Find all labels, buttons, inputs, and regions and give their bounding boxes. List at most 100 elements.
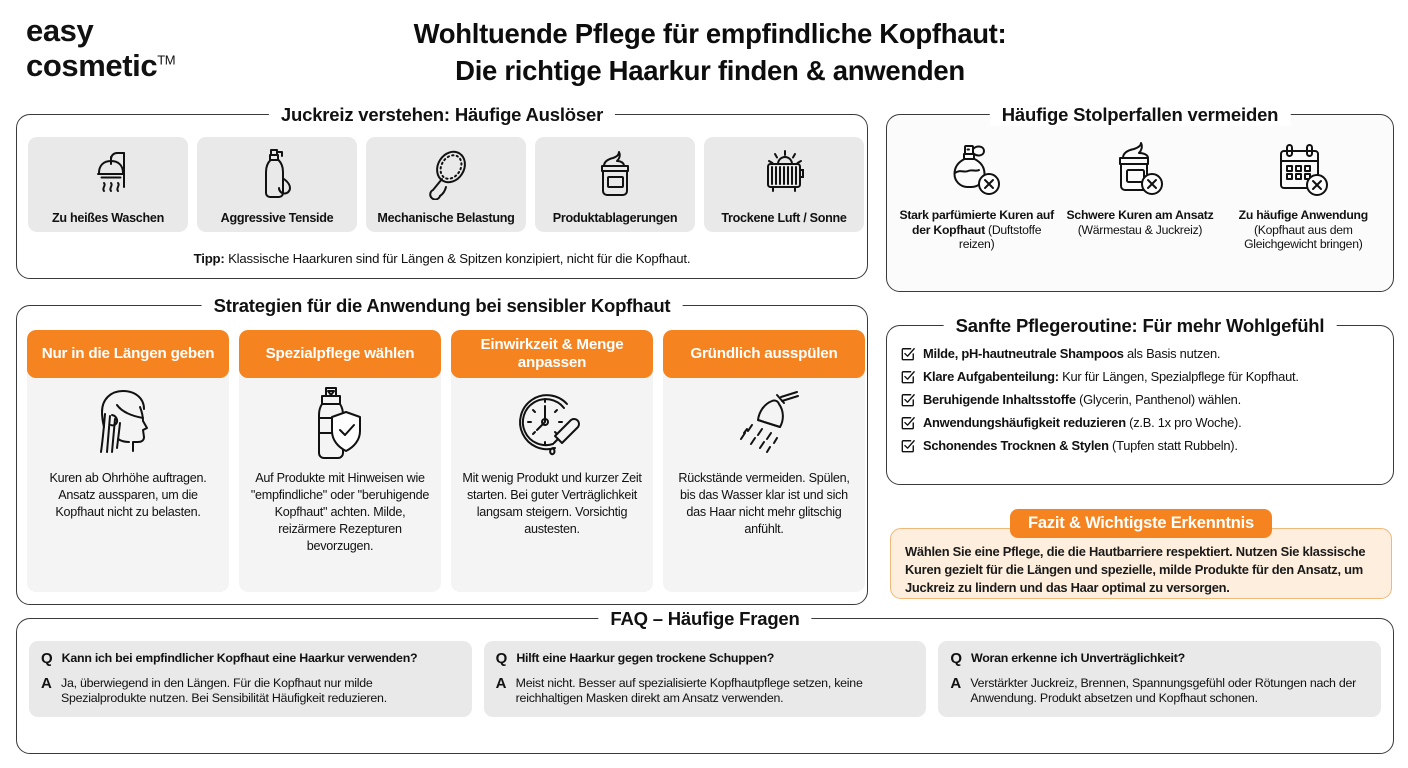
faq-question: Q Hilft eine Haarkur gegen trockene Schu… — [495, 650, 915, 668]
bottle-shield-check-icon — [239, 378, 441, 470]
pitfall-label: Stark parfümierte Kuren auf der Kopfhaut… — [899, 208, 1054, 252]
pitfall-label: Schwere Kuren am Ansatz (Wärmestau & Juc… — [1062, 208, 1217, 237]
faq-question-marker: Q — [41, 650, 53, 667]
fazit-section: Fazit & Wichtigste Erkenntnis Wählen Sie… — [890, 509, 1392, 599]
trigger-card: Aggressive Tenside — [197, 137, 357, 232]
routine-text-rest: Kur für Längen, Spezialpflege für Kopfha… — [1058, 369, 1299, 384]
strategy-card: Gründlich ausspülen Rückstände vermeiden… — [663, 330, 865, 592]
checkbox-check-icon — [901, 370, 915, 384]
routine-heading: Sanfte Pflegeroutine: Für mehr Wohlgefüh… — [943, 315, 1337, 337]
showerhead-spray-icon — [663, 378, 865, 470]
faq-answer: A Verstärkter Juckreiz, Brennen, Spannun… — [950, 675, 1369, 708]
faq-answer-text: Verstärkter Juckreiz, Brennen, Spannungs… — [970, 675, 1357, 706]
tip-text: Klassische Haarkuren sind für Längen & S… — [228, 251, 691, 266]
strategy-body: Rückstände vermeiden. Spülen, bis das Wa… — [678, 471, 850, 536]
strategies-card-row: Nur in die Längen geben Kuren ab Ohrhöhe… — [27, 330, 865, 592]
tip-label: Tipp: — [193, 251, 225, 266]
routine-text-bold: Anwendungshäufigkeit reduzieren — [923, 415, 1126, 430]
trigger-label: Aggressive Tenside — [220, 211, 334, 226]
pitfall-label-bold: Schwere Kuren am Ansatz — [1066, 208, 1214, 222]
shower-icon — [82, 137, 134, 211]
brand-logo: easy cosmeticTM — [26, 13, 176, 83]
trademark-symbol: TM — [157, 52, 176, 68]
faq-answer: A Meist nicht. Besser auf spezialisierte… — [495, 674, 915, 708]
pitfall-item: Schwere Kuren am Ansatz (Wärmestau & Juc… — [1062, 141, 1217, 252]
routine-text-bold: Milde, pH-hautneutrale Shampoos — [923, 346, 1124, 361]
faq-answer-marker: A — [495, 674, 507, 692]
strategy-card: Nur in die Längen geben Kuren ab Ohrhöhe… — [27, 330, 229, 592]
strategy-card: Einwirkzeit & Menge anpassen Mit wenig P… — [451, 330, 653, 592]
pitfall-item: Zu häufige Anwendung (Kopfhaut aus dem G… — [1226, 141, 1381, 252]
routine-item: Beruhigende Inhaltsstoffe (Glycerin, Pan… — [901, 392, 1381, 407]
faq-card: Q Kann ich bei empfindlicher Kopfhaut ei… — [29, 641, 472, 718]
routine-item: Klare Aufgabenteilung: Kur für Längen, S… — [901, 369, 1381, 384]
routine-text-rest: (z.B. 1x pro Woche). — [1125, 415, 1242, 430]
pitfall-label-rest: (Wärmestau & Juckreiz) — [1077, 222, 1203, 237]
pitfalls-heading: Häufige Stolperfallen vermeiden — [989, 104, 1291, 126]
page-title: Wohltuende Pflege für empfindliche Kopfh… — [330, 16, 1090, 89]
routine-text: Klare Aufgabenteilung: Kur für Längen, S… — [923, 369, 1299, 384]
faq-question-text: Woran erkenne ich Unverträglichkeit? — [971, 651, 1185, 665]
routine-text-bold: Klare Aufgabenteilung: — [923, 369, 1059, 384]
faq-question-text: Kann ich bei empfindlicher Kopfhaut eine… — [61, 651, 418, 665]
faq-answer-text: Ja, überwiegend in den Längen. Für die K… — [61, 675, 387, 706]
faq-answer-marker: A — [41, 674, 52, 692]
trigger-label: Zu heißes Waschen — [51, 211, 164, 226]
faq-answer: A Ja, überwiegend in den Längen. Für die… — [41, 674, 460, 708]
pitfall-item: Stark parfümierte Kuren auf der Kopfhaut… — [899, 141, 1054, 252]
triggers-tip: Tipp: Klassische Haarkuren sind für Läng… — [17, 251, 867, 266]
routine-item: Milde, pH-hautneutrale Shampoos als Basi… — [901, 346, 1381, 361]
cream-jar-icon — [589, 137, 641, 211]
trigger-label: Trockene Luft / Sonne — [721, 211, 847, 226]
perfume-bottle-blocked-icon — [899, 141, 1054, 203]
routine-text-rest: (Glycerin, Panthenol) wählen. — [1075, 392, 1241, 407]
calendar-blocked-icon — [1226, 141, 1381, 203]
cream-jar-blocked-icon — [1062, 141, 1217, 203]
strategy-title: Spezialpflege wählen — [239, 330, 441, 378]
header: easy cosmeticTM Wohltuende Pflege für em… — [0, 0, 1408, 100]
trigger-card: Trockene Luft / Sonne — [704, 137, 864, 232]
routine-text: Schonendes Trocknen & Stylen (Tupfen sta… — [923, 438, 1238, 453]
fazit-pill-label: Fazit & Wichtigste Erkenntnis — [1010, 509, 1272, 538]
brand-line-2: cosmetic — [26, 47, 158, 83]
strategy-title: Nur in die Längen geben — [27, 330, 229, 378]
triggers-card-row: Zu heißes Waschen Aggressive Tenside — [28, 137, 864, 232]
brand-line-1: easy — [26, 13, 94, 48]
strategy-body: Auf Produkte mit Hinweisen wie "empfindl… — [250, 471, 430, 553]
strategies-heading: Strategien für die Anwendung bei sensibl… — [201, 295, 683, 317]
routine-text-rest: (Tupfen statt Rubbeln). — [1108, 438, 1238, 453]
strategies-section: Strategien für die Anwendung bei sensibl… — [16, 295, 868, 605]
checkbox-check-icon — [901, 347, 915, 361]
strategy-body: Mit wenig Produkt und kurzer Zeit starte… — [462, 471, 642, 537]
checkbox-check-icon — [901, 416, 915, 430]
routine-text-bold: Beruhigende Inhaltsstoffe — [923, 392, 1076, 407]
faq-card-row: Q Kann ich bei empfindlicher Kopfhaut ei… — [29, 641, 1382, 718]
strategy-title: Einwirkzeit & Menge anpassen — [451, 330, 653, 379]
pump-bottle-icon — [257, 137, 297, 211]
pitfall-label-bold: Zu häufige Anwendung — [1238, 208, 1369, 222]
pitfall-label-rest: (Kopfhaut aus dem Gleichgewicht bringen) — [1244, 222, 1363, 252]
page-title-line-2: Die richtige Haarkur finden & anwenden — [455, 54, 965, 86]
fazit-text: Wählen Sie eine Pflege, die die Hautbarr… — [905, 544, 1366, 596]
checkbox-check-icon — [901, 393, 915, 407]
routine-item: Schonendes Trocknen & Stylen (Tupfen sta… — [901, 438, 1381, 453]
routine-text-rest: als Basis nutzen. — [1123, 346, 1221, 361]
head-profile-hair-icon — [27, 378, 229, 470]
routine-text: Anwendungshäufigkeit reduzieren (z.B. 1x… — [923, 415, 1242, 430]
clock-dropper-icon — [451, 378, 653, 470]
faq-card: Q Woran erkenne ich Unverträglichkeit? A… — [938, 641, 1382, 718]
triggers-heading: Juckreiz verstehen: Häufige Auslöser — [268, 104, 616, 126]
routine-text: Milde, pH-hautneutrale Shampoos als Basi… — [923, 346, 1220, 361]
pitfall-label: Zu häufige Anwendung (Kopfhaut aus dem G… — [1226, 208, 1381, 252]
faq-section: FAQ – Häufige Fragen Q Kann ich bei empf… — [16, 608, 1394, 754]
pitfalls-item-row: Stark parfümierte Kuren auf der Kopfhaut… — [895, 141, 1385, 252]
pitfall-label-bold: Stark parfümierte Kuren auf der Kopfhaut — [899, 208, 1054, 237]
triggers-section: Juckreiz verstehen: Häufige Auslöser Zu … — [16, 104, 868, 279]
faq-question-marker: Q — [950, 650, 963, 667]
faq-question: Q Woran erkenne ich Unverträglichkeit? — [950, 650, 1369, 668]
faq-question-marker: Q — [495, 650, 508, 667]
routine-section: Sanfte Pflegeroutine: Für mehr Wohlgefüh… — [886, 315, 1394, 485]
hairbrush-icon — [420, 137, 472, 211]
faq-question: Q Kann ich bei empfindlicher Kopfhaut ei… — [41, 650, 460, 668]
